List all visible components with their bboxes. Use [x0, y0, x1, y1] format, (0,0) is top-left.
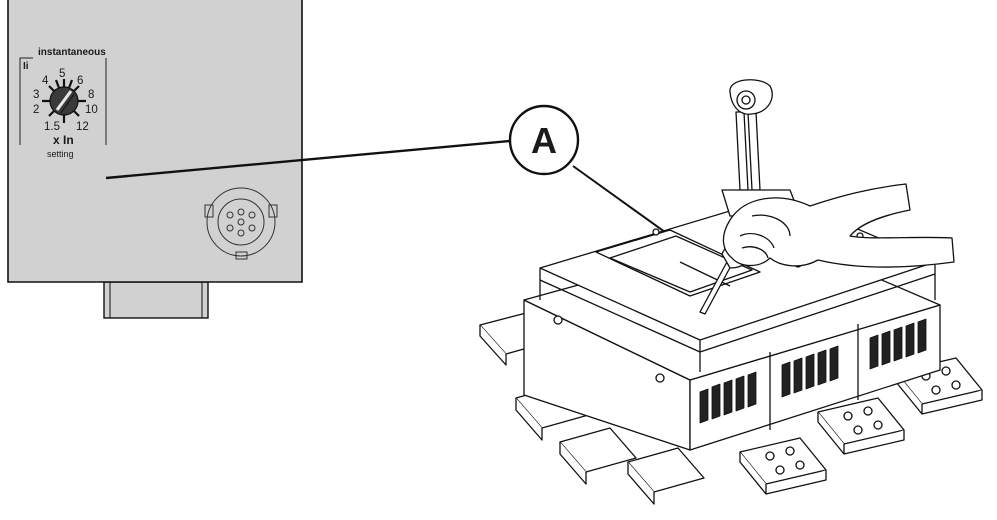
parameter-label: Ii	[23, 61, 29, 72]
dial-value: 5	[59, 68, 65, 80]
setting-caption: setting	[47, 149, 74, 159]
arc-chute-fins	[699, 318, 927, 424]
dial-value: 1.5	[44, 121, 60, 133]
leader-line-panel	[105, 139, 511, 180]
dial-value: 4	[42, 75, 49, 87]
circuit-breaker	[479, 79, 983, 505]
callout-a: A	[508, 104, 580, 176]
callout-letter: A	[531, 120, 557, 161]
hand	[722, 183, 955, 268]
panel-tab	[103, 281, 209, 319]
trip-unit-panel: instantaneous Ii 1.5 2 3	[7, 0, 303, 319]
dial-bracket	[19, 57, 33, 145]
unit-label: x In	[53, 133, 74, 147]
section-label: instantaneous	[38, 47, 106, 58]
operating-handle	[721, 79, 801, 217]
rotary-dial[interactable]	[42, 79, 86, 123]
dial-value: 2	[33, 104, 39, 116]
panel-body	[7, 0, 303, 283]
dial-scale: 1.5 2 3 4 5 6 8 10 12	[33, 68, 98, 133]
dial-value: 8	[88, 89, 94, 101]
dial-pointer	[55, 90, 73, 111]
dial-value: 3	[33, 89, 39, 101]
dial-value: 10	[85, 104, 98, 116]
dial-value: 12	[76, 121, 89, 133]
dial-value: 6	[77, 75, 83, 87]
test-connector-socket	[204, 187, 278, 260]
